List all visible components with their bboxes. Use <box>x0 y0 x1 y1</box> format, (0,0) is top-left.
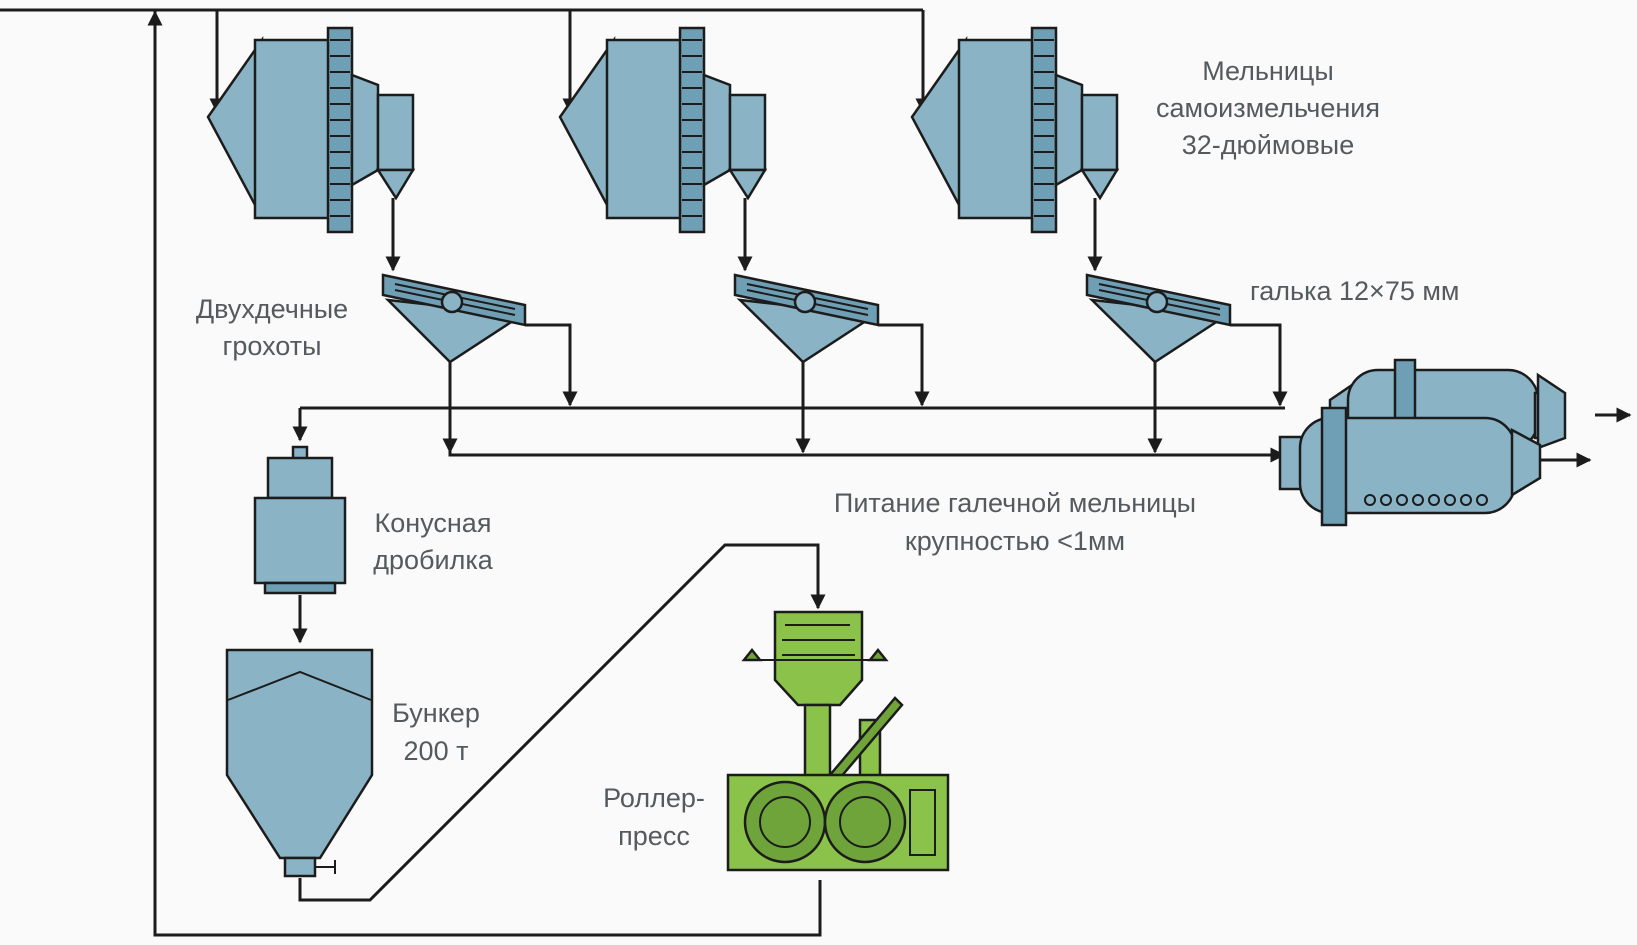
cone-crusher <box>253 445 347 595</box>
double-deck-screen-2 <box>733 273 880 364</box>
autogenous-mill-2 <box>558 26 768 234</box>
mills-label-line-1: Мельницы <box>1202 56 1334 86</box>
cone-crusher-label-line-2: дробилка <box>373 545 493 575</box>
screens-label: Двухдечные грохоты <box>196 294 348 361</box>
pebble-feed-label-line-1: Питание галечной мельницы <box>834 488 1196 518</box>
screens-label-line-1: Двухдечные <box>196 294 348 324</box>
double-deck-screen-3 <box>1085 273 1232 364</box>
roller-press <box>726 610 950 872</box>
roller-press-label: Роллер- пресс <box>603 783 705 851</box>
mills-label: Мельницы самоизмельчения 32-дюймовые <box>1156 56 1380 160</box>
roller-press-label-line-2: пресс <box>618 821 690 851</box>
pebble-feed-label-line-2: крупностью <1мм <box>905 526 1125 556</box>
bin-label-line-1: Бункер <box>392 698 480 728</box>
bin-label: Бункер 200 т <box>392 698 480 766</box>
autogenous-mill-1 <box>206 26 416 234</box>
roller-press-label-line-1: Роллер- <box>603 783 705 813</box>
pebble-mill-front <box>1278 406 1542 527</box>
autogenous-mill-3 <box>910 26 1120 234</box>
bin-to-roller-press-line <box>298 543 826 902</box>
undersize-collector-line <box>442 358 1286 463</box>
double-deck-screen-1 <box>381 273 527 364</box>
pebble-feed-label: Питание галечной мельницы крупностью <1м… <box>834 488 1196 556</box>
cone-crusher-label-line-1: Конусная <box>375 508 492 538</box>
bin-label-line-2: 200 т <box>404 736 469 766</box>
storage-bin <box>225 648 374 878</box>
oversize-collector-line <box>292 323 1288 442</box>
pebbles-label: галька 12×75 мм <box>1250 276 1459 306</box>
recycle-return-line <box>147 10 822 937</box>
cone-crusher-label: Конусная дробилка <box>373 508 493 575</box>
screens-label-line-2: грохоты <box>223 331 322 361</box>
mills-label-line-2: самоизмельчения <box>1156 93 1380 123</box>
mills-label-line-3: 32-дюймовые <box>1182 130 1354 160</box>
